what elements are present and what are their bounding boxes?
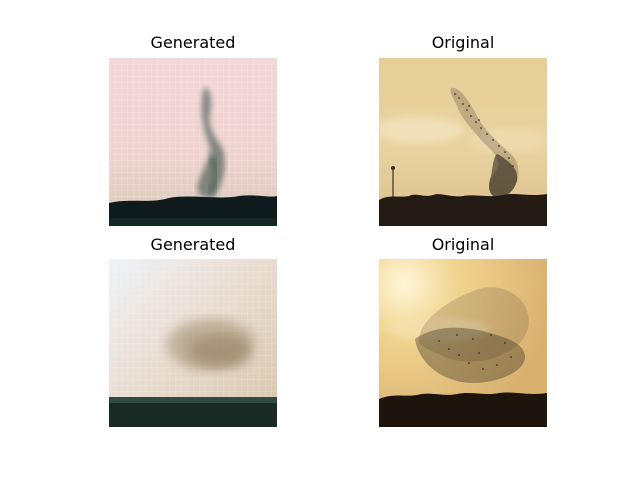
generated-image-bottom bbox=[109, 259, 277, 427]
generated-murmuration-stream-image bbox=[109, 58, 277, 226]
original-image-bottom bbox=[379, 259, 547, 427]
generated-image-top bbox=[109, 58, 277, 226]
original-murmuration-stream-image bbox=[379, 58, 547, 226]
panel-title-original-bottom: Original bbox=[431, 235, 495, 254]
original-murmuration-cloud-image bbox=[379, 259, 547, 427]
original-image-top bbox=[379, 58, 547, 226]
panel-title-generated-bottom: Generated bbox=[150, 235, 236, 254]
panel-title-original-top: Original bbox=[431, 33, 495, 52]
generated-murmuration-cloud-image bbox=[109, 259, 277, 427]
panel-title-generated-top: Generated bbox=[150, 33, 236, 52]
